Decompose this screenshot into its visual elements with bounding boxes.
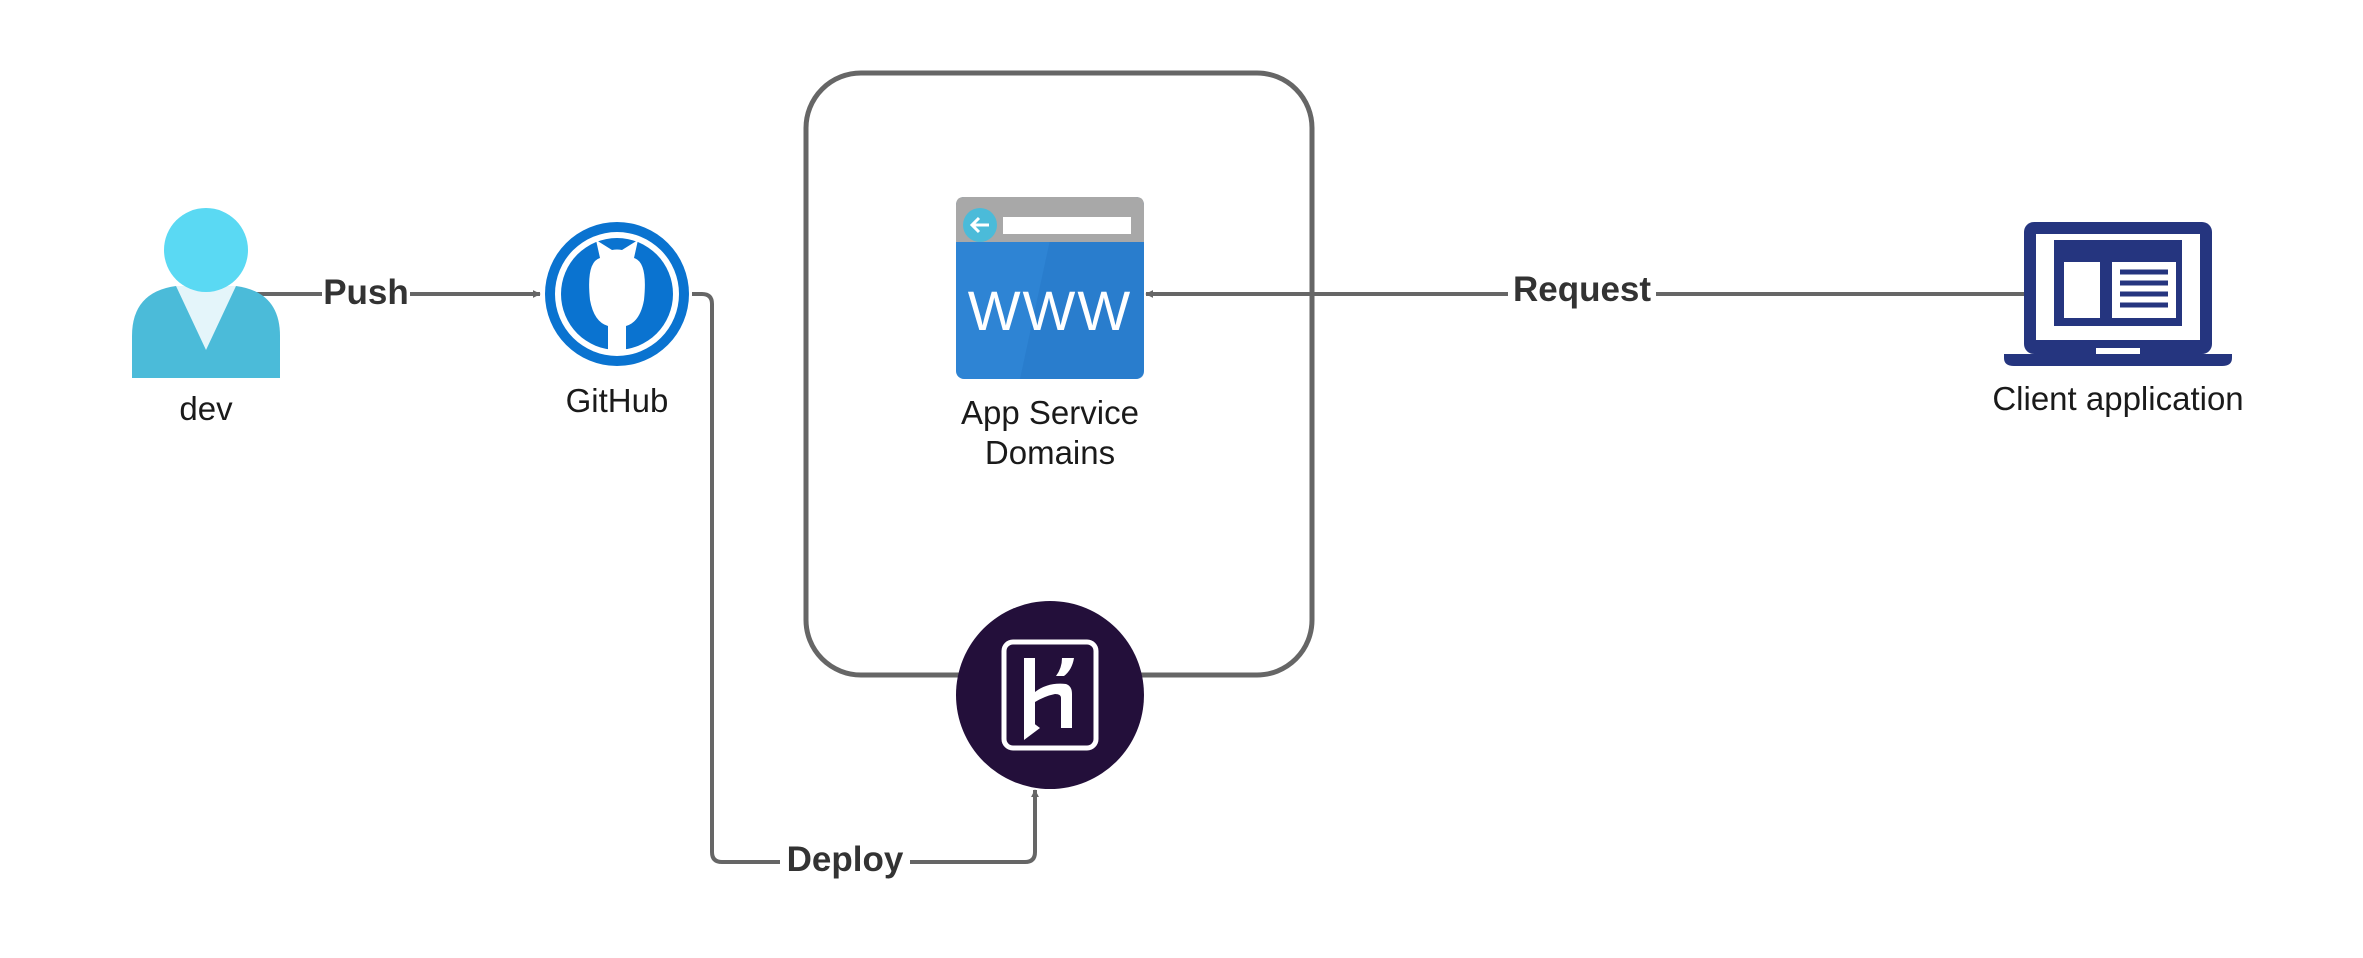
dev-node: dev	[132, 208, 280, 427]
deploy-label: Deploy	[787, 840, 904, 879]
domains-node: WWW App Service Domains	[956, 197, 1144, 471]
github-label: GitHub	[566, 382, 669, 419]
deploy-edge: Deploy	[692, 292, 1039, 884]
domains-label-line2: Domains	[985, 434, 1115, 471]
client-label: Client application	[1992, 380, 2243, 417]
laptop-icon	[2004, 222, 2232, 366]
client-node: Client application	[1992, 222, 2244, 417]
user-icon	[132, 208, 280, 378]
github-icon	[545, 222, 689, 366]
www-text: WWW	[968, 279, 1133, 342]
request-label: Request	[1513, 270, 1651, 309]
push-label: Push	[323, 273, 409, 312]
www-browser-icon: WWW	[956, 197, 1144, 379]
github-node: GitHub	[545, 222, 689, 419]
heroku-node	[956, 601, 1144, 789]
dev-label: dev	[179, 390, 233, 427]
push-edge: Push	[244, 272, 541, 314]
heroku-icon	[956, 601, 1144, 789]
domains-label-line1: App Service	[961, 394, 1139, 431]
request-edge: Request	[1145, 268, 2030, 314]
